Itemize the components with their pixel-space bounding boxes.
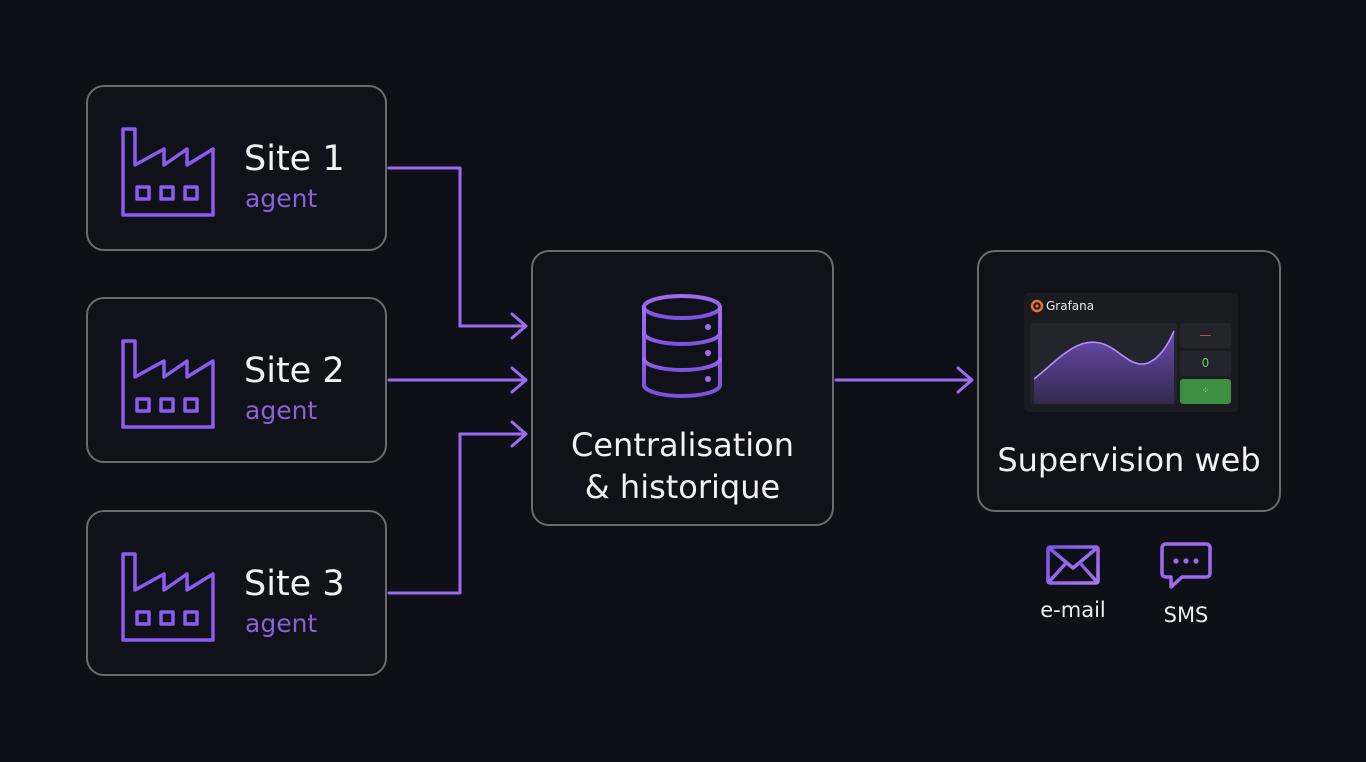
arrowhead-site2 (510, 366, 528, 394)
dashboard-title: Grafana (1046, 299, 1095, 313)
notification-label: SMS (1163, 603, 1209, 627)
dashboard-stat-panel: ⁘ (1180, 379, 1231, 404)
site-role: agent (245, 184, 318, 213)
arrowhead-site1 (510, 312, 528, 340)
notification-label: e-mail (1040, 598, 1106, 622)
factory-icon (121, 127, 215, 217)
notification-sms: SMS (1136, 541, 1236, 628)
dashboard-thumbnail: Grafana — 0 ⁘ (1024, 293, 1238, 412)
area-graph (1033, 330, 1175, 404)
central-label-line1: Centralisation (571, 426, 794, 464)
site-name: Site 1 (244, 139, 345, 179)
arrow-site3-to-central (387, 432, 526, 595)
central-node: Centralisation & historique (531, 250, 834, 526)
arrow-site1-to-central (387, 166, 526, 328)
site-role: agent (245, 396, 318, 425)
dashboard-stat-panel: — (1180, 323, 1231, 348)
central-label: Centralisation & historique (533, 424, 832, 508)
dashboard-graph-panel (1030, 323, 1177, 404)
site-node-1: Site 1 agent (86, 85, 387, 251)
site-name: Site 3 (244, 564, 345, 604)
envelope-icon (1046, 545, 1100, 585)
factory-icon (121, 552, 215, 642)
arrowhead-supervision (956, 366, 974, 394)
arrowhead-site3 (510, 420, 528, 448)
grafana-logo-icon (1030, 299, 1044, 313)
site-node-2: Site 2 agent (86, 297, 387, 463)
central-label-line2: & historique (584, 468, 781, 506)
database-icon (642, 294, 722, 398)
supervision-node: Grafana — 0 ⁘ Supervision web (977, 250, 1281, 512)
site-name: Site 2 (244, 351, 345, 391)
supervision-label: Supervision web (997, 441, 1261, 479)
dashboard-stat-panel: 0 (1180, 351, 1231, 376)
notification-email: e-mail (1023, 544, 1123, 623)
site-node-3: Site 3 agent (86, 510, 387, 676)
factory-icon (121, 339, 215, 429)
chat-bubble-icon (1160, 542, 1212, 589)
site-role: agent (245, 609, 318, 638)
